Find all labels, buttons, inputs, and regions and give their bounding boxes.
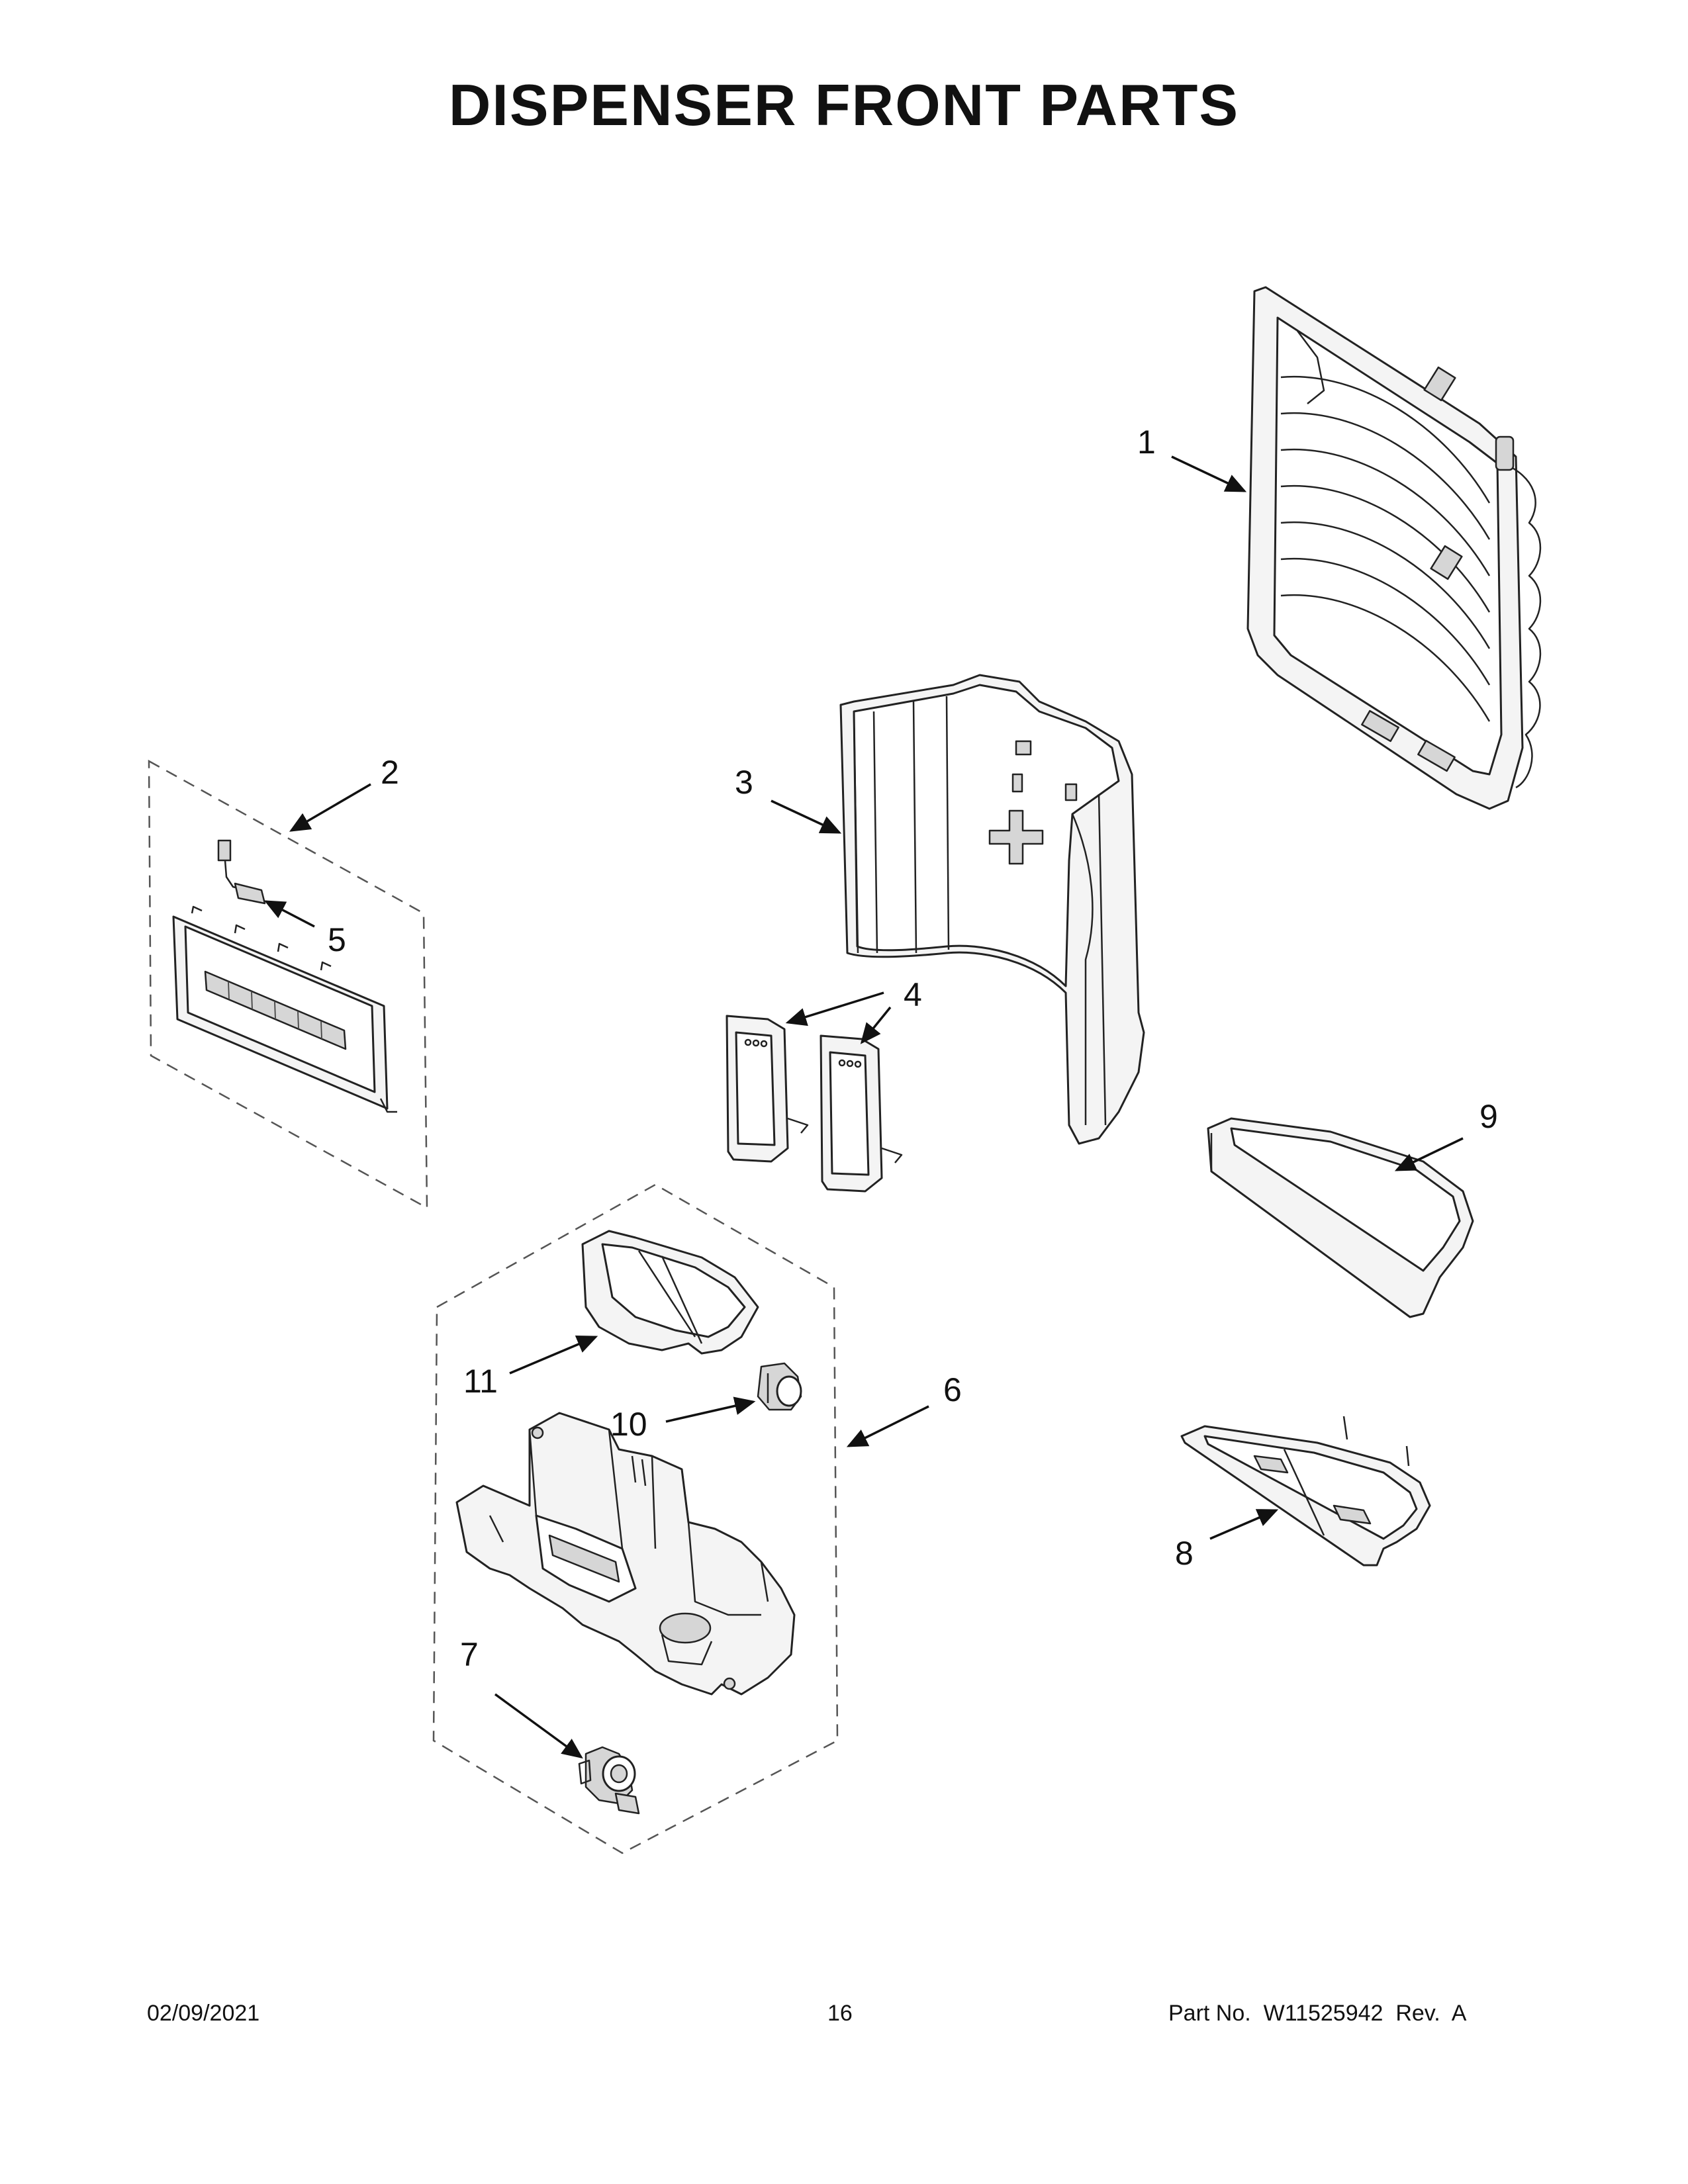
part-4-actuator-paddles (726, 1015, 903, 1193)
arrow-4a (785, 991, 884, 1026)
arrow-1 (1171, 455, 1247, 492)
arrow-3 (771, 799, 842, 834)
callout-5: 5 (328, 921, 346, 958)
part-7-motor (578, 1746, 640, 1815)
arrow-4b (860, 1006, 892, 1044)
footer-page-number: 16 (827, 2001, 853, 2026)
arrow-6 (846, 1405, 929, 1447)
callout-9: 9 (1479, 1098, 1498, 1135)
part-1-dispenser-housing (1246, 286, 1542, 810)
callout-4: 4 (904, 976, 922, 1013)
arrow-5 (263, 900, 315, 928)
callout-10: 10 (610, 1406, 647, 1443)
arrow-2 (289, 783, 371, 832)
part-10-knob (757, 1362, 802, 1411)
callout-6: 6 (943, 1371, 962, 1408)
callout-8: 8 (1175, 1535, 1194, 1572)
footer-part-number: Part No. W11525942 Rev. A (1168, 2001, 1467, 2026)
arrow-11 (509, 1336, 598, 1375)
footer-date: 02/09/2021 (147, 2001, 260, 2026)
part-6-dispenser-assembly-group (432, 1183, 839, 1854)
arrow-9 (1394, 1137, 1464, 1171)
arrow-10 (665, 1396, 756, 1423)
callout-7: 7 (460, 1636, 479, 1673)
callout-2: 2 (381, 754, 399, 791)
part-8-tray-base (1180, 1416, 1431, 1567)
page-title: DISPENSER FRONT PARTS (448, 72, 1240, 138)
part-3-curved-shroud (839, 674, 1145, 1145)
part-2-control-panel-group (148, 759, 428, 1210)
arrow-8 (1209, 1509, 1279, 1540)
callout-3: 3 (735, 764, 753, 801)
callout-11: 11 (463, 1363, 498, 1400)
leader-arrows (263, 455, 1464, 1759)
arrow-7 (494, 1693, 583, 1759)
part-5-wire-harness (217, 839, 232, 862)
callout-1: 1 (1137, 424, 1156, 461)
part-9-drip-tray (1207, 1117, 1474, 1318)
part-11-ice-chute (581, 1230, 759, 1355)
